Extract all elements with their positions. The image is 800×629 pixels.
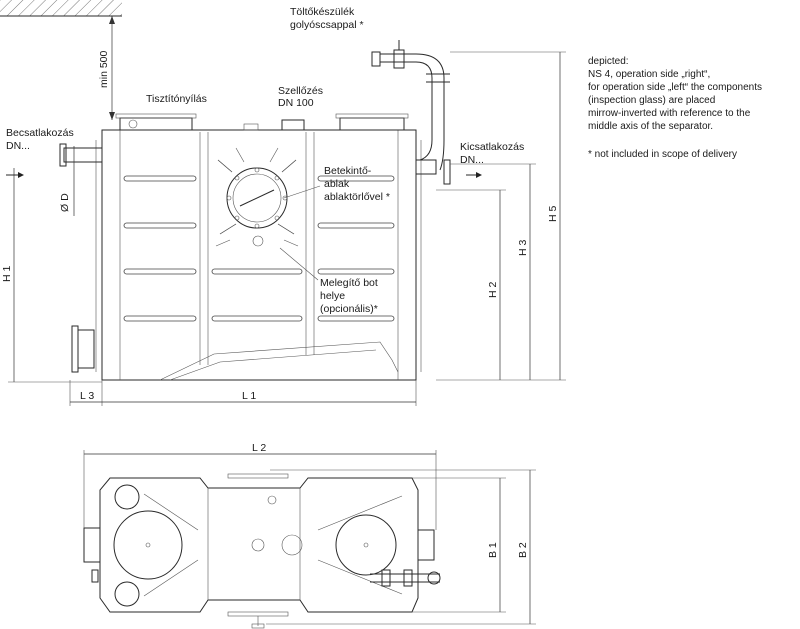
dim-l2-label: L 2 [252,442,266,454]
min-500-label: min 500 [98,50,110,88]
dim-l1-label: L 1 [242,390,256,402]
inlet-label: Becsatlakozás [6,127,74,139]
heater-label-1: Melegítő bot [320,277,378,289]
side-view-dimensions [6,16,566,406]
note-line-3: for operation side „left“ the components [588,82,762,93]
filler-device-label: Töltőkészülék [290,6,355,18]
note-line-1: depicted: [588,56,629,67]
dim-b2-label: B 2 [517,542,529,558]
cleaning-opening-label: Tisztítónyílás [146,93,207,105]
filler-device-label-2: golyóscsappal * [290,19,364,31]
top-view [83,473,441,629]
dim-h3-label: H 3 [517,240,529,257]
note-line-2: NS 4, operation side „right“, [588,69,710,80]
dim-h2-label: H 2 [487,282,499,299]
inspection-window-label-2: ablak [324,178,350,190]
heater-label-2: helye [320,290,345,302]
dim-h5-label: H 5 [547,206,559,223]
inlet-dn-label: DN... [6,140,30,152]
side-view [59,40,451,381]
vent-label: Szellőzés [278,85,323,97]
heater-label-3: (opcionális)* [320,303,378,315]
note-line-4: (inspection glass) are placed [588,95,715,106]
dim-b1-label: B 1 [487,542,499,558]
vent-dn-label: DN 100 [278,97,314,109]
inspection-window-label-3: ablaktörlővel * [324,191,390,203]
dim-l3-label: L 3 [80,390,94,402]
outlet-label: Kicsatlakozás [460,141,524,153]
outlet-dn-label: DN... [460,154,484,166]
top-view-dimensions [83,450,536,625]
dim-h1-label: H 1 [1,266,13,283]
note-line-6: middle axis of the separator. [588,121,713,132]
diameter-label: Ø D [59,193,71,212]
note-line-5: mirrow-inverted with reference to the [588,108,751,119]
inspection-window-label-1: Betekintő- [324,165,372,177]
footnote: * not included in scope of delivery [588,149,737,160]
ceiling-hatch [0,0,122,17]
